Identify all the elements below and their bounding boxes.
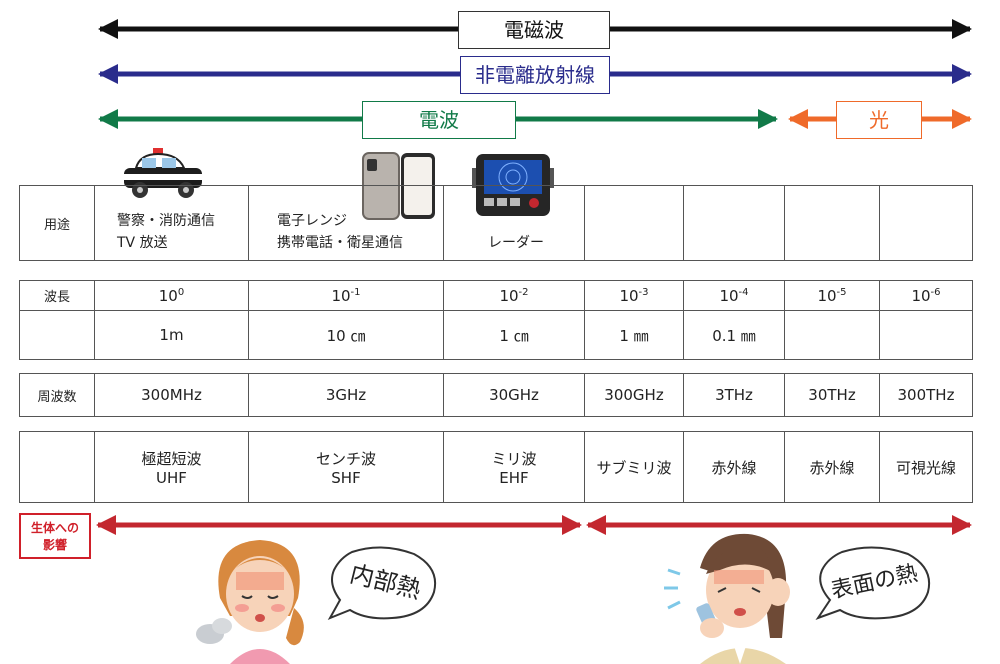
- usage-cell: [879, 185, 973, 261]
- exp-power: -5: [836, 286, 847, 298]
- exp-base: 10: [158, 286, 178, 305]
- band-line: UHF: [156, 468, 187, 487]
- exp-power: -3: [638, 286, 649, 298]
- light-label: 光: [836, 101, 922, 139]
- frequency-label: 周波数: [19, 373, 95, 417]
- band-line: EHF: [499, 468, 529, 487]
- bio-effect-label: 生体への 影響: [19, 513, 91, 559]
- wavelength-table: 波長 100 10-1 10-2 10-3 10-4 10-5 10-6 1m …: [19, 280, 973, 360]
- exp-power: -1: [350, 286, 361, 298]
- radio-label: 電波: [362, 101, 516, 139]
- usage-table: 用途 警察・消防通信 TV 放送 電子レンジ 携帯電話・衛星通信 レーダー: [19, 185, 973, 261]
- band-line: SHF: [331, 468, 361, 487]
- band-line: センチ波: [315, 449, 376, 468]
- wavelength-exponent: 10-1: [248, 280, 444, 311]
- exp-base: 10: [817, 286, 837, 305]
- usage-line: レーダー: [488, 235, 544, 251]
- band-line: 赤外線: [711, 458, 757, 477]
- empty-cell: [19, 310, 95, 360]
- band-name: 赤外線: [683, 431, 785, 503]
- exp-base: 10: [619, 286, 639, 305]
- usage-line: 携帯電話・衛星通信: [277, 235, 403, 251]
- usage-line: 警察・消防通信: [117, 213, 215, 229]
- wavelength-exponent: 10-4: [683, 280, 785, 311]
- usage-line: 電子レンジ: [277, 213, 347, 229]
- wavelength-exponent: 10-6: [879, 280, 973, 311]
- wavelength-value: [879, 310, 973, 360]
- frequency-value: 30THz: [784, 373, 880, 417]
- usage-row: 用途 警察・消防通信 TV 放送 電子レンジ 携帯電話・衛星通信 レーダー: [19, 185, 973, 261]
- usage-line: TV 放送: [117, 235, 168, 251]
- band-name: 可視光線: [879, 431, 973, 503]
- exp-base: 10: [719, 286, 739, 305]
- band-line: 赤外線: [809, 458, 855, 477]
- exp-base: 10: [911, 286, 931, 305]
- frequency-value: 3THz: [683, 373, 785, 417]
- wavelength-exponent-row: 波長 100 10-1 10-2 10-3 10-4 10-5 10-6: [19, 280, 973, 311]
- sweating-person-icon: [664, 533, 790, 664]
- usage-label: 用途: [19, 185, 95, 261]
- band-line: ミリ波: [491, 449, 537, 468]
- band-name: 赤外線: [784, 431, 880, 503]
- frequency-value: 300MHz: [94, 373, 249, 417]
- band-line: サブミリ波: [596, 458, 672, 477]
- frequency-row: 周波数 300MHz 3GHz 30GHz 300GHz 3THz 30THz …: [19, 373, 973, 417]
- exp-power: -6: [930, 286, 941, 298]
- frequency-value: 300THz: [879, 373, 973, 417]
- em-wave-label: 電磁波: [458, 11, 610, 49]
- usage-cell: [784, 185, 880, 261]
- wavelength-value: [784, 310, 880, 360]
- bio-effect-line: 影響: [42, 538, 67, 552]
- internal-heat-bubble: [327, 546, 436, 620]
- exp-power: -4: [738, 286, 749, 298]
- exp-base: 10: [499, 286, 519, 305]
- frequency-value: 3GHz: [248, 373, 444, 417]
- wavelength-label: 波長: [19, 280, 95, 311]
- frequency-value: 30GHz: [443, 373, 585, 417]
- wavelength-value: 1m: [94, 310, 249, 360]
- non-ionizing-label: 非電離放射線: [460, 56, 610, 94]
- wavelength-exponent: 10-3: [584, 280, 684, 311]
- band-name: サブミリ波: [584, 431, 684, 503]
- feverish-person-icon: [196, 540, 304, 664]
- wavelength-exponent: 10-5: [784, 280, 880, 311]
- band-line: 極超短波: [141, 449, 202, 468]
- exp-base: 10: [331, 286, 351, 305]
- band-line: 可視光線: [895, 458, 956, 477]
- wavelength-value-row: 1m 10 ㎝ 1 ㎝ 1 ㎜ 0.1 ㎜: [19, 310, 973, 360]
- surface-heat-bubble: [815, 546, 930, 620]
- empty-cell: [19, 431, 95, 503]
- bio-effect-arrows: [96, 515, 972, 535]
- wavelength-exponent: 10-2: [443, 280, 585, 311]
- wavelength-value: 10 ㎝: [248, 310, 444, 360]
- usage-cell: [584, 185, 684, 261]
- usage-cell: レーダー: [443, 185, 585, 261]
- frequency-value: 300GHz: [584, 373, 684, 417]
- bio-effect-line: 生体への: [30, 521, 79, 535]
- wavelength-exponent: 100: [94, 280, 249, 311]
- frequency-table: 周波数 300MHz 3GHz 30GHz 300GHz 3THz 30THz …: [19, 373, 973, 417]
- usage-cell: 電子レンジ 携帯電話・衛星通信: [248, 185, 444, 261]
- wavelength-value: 0.1 ㎜: [683, 310, 785, 360]
- exp-power: 0: [177, 286, 185, 298]
- wavelength-value: 1 ㎝: [443, 310, 585, 360]
- usage-cell: [683, 185, 785, 261]
- wavelength-value: 1 ㎜: [584, 310, 684, 360]
- usage-cell: 警察・消防通信 TV 放送: [94, 185, 249, 261]
- exp-power: -2: [518, 286, 529, 298]
